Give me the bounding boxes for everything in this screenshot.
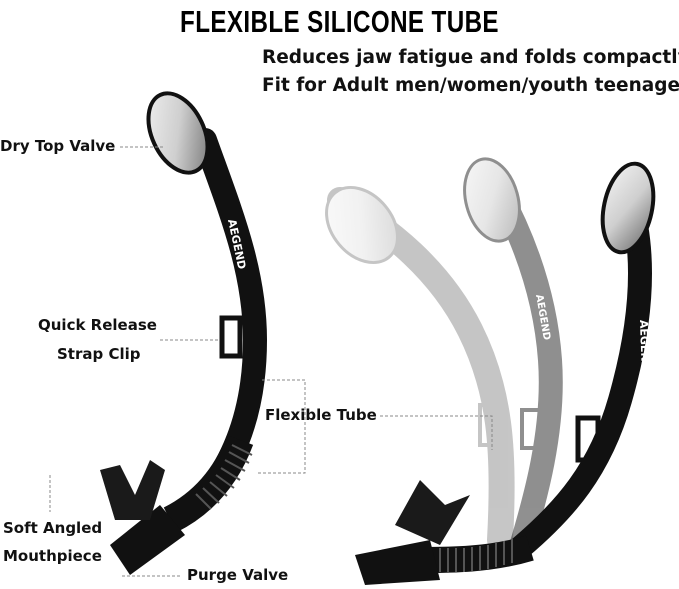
label-dry-top-valve: Dry Top Valve	[0, 137, 116, 155]
snorkel-faded-mid: AEGEND	[463, 157, 563, 562]
label-flexible-tube: Flexible Tube	[265, 406, 377, 424]
snorkel-left: AEGEND	[100, 91, 268, 575]
snorkel-right: AEGEND	[355, 161, 656, 585]
label-quick-release: Quick Release	[38, 316, 157, 334]
label-soft-angled: Soft Angled	[3, 519, 103, 537]
leader-lines	[49, 146, 493, 577]
brand-text-right: AEGEND	[637, 320, 652, 371]
subtitle-line-2: Fit for Adult men/women/youth teenager	[262, 75, 679, 96]
label-strap-clip: Strap Clip	[57, 345, 141, 363]
label-mouthpiece: Mouthpiece	[3, 547, 102, 565]
subtitle-line-1: Reduces jaw fatigue and folds compactly	[262, 47, 679, 68]
page-title: FLEXIBLE SILICONE TUBE	[180, 4, 499, 39]
snorkel-faded-light	[325, 185, 515, 553]
label-purge-valve: Purge Valve	[187, 566, 289, 584]
